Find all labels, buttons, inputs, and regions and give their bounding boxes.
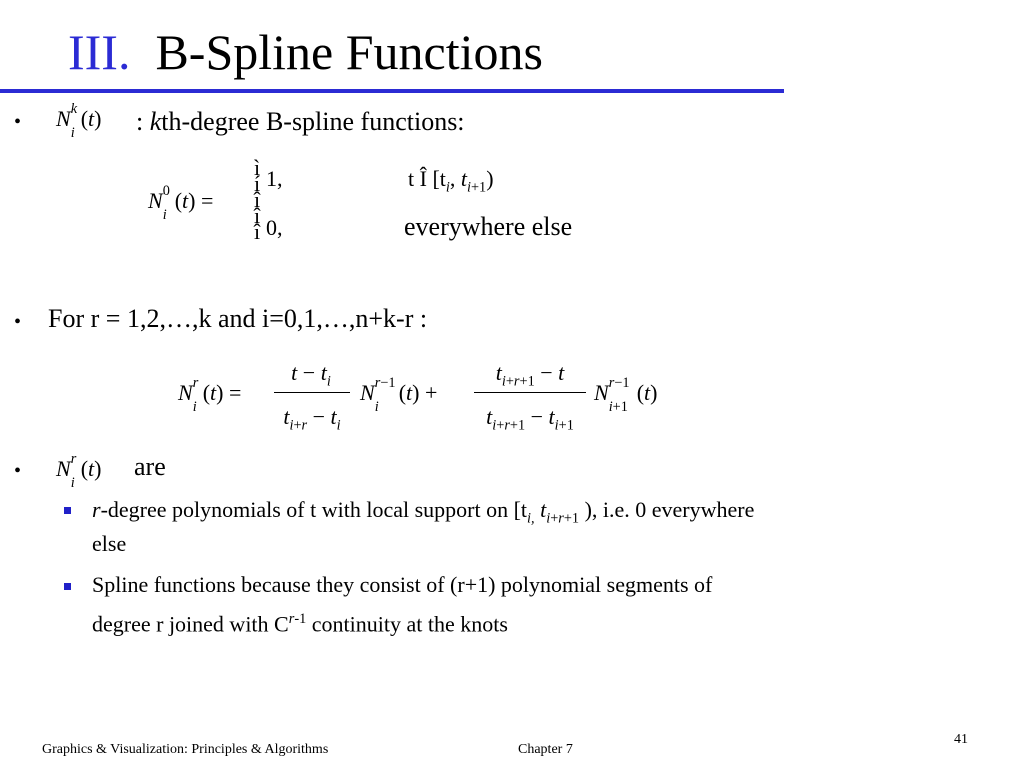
- bullet-marker: •: [14, 460, 22, 482]
- sub-bullet-marker: [64, 583, 71, 590]
- fraction-1-denominator: ti+r − ti: [283, 404, 341, 434]
- fraction-1-numerator: t − ti: [291, 360, 331, 390]
- title-number: III.: [68, 24, 131, 80]
- sub-bullet-2-line-1: Spline functions because they consist of…: [92, 572, 713, 597]
- sub-bullet-1-line-1: r-degree polynomials of t with local sup…: [92, 497, 755, 527]
- fraction-2-line: [474, 392, 586, 393]
- title-text: B-Spline Functions: [155, 24, 543, 80]
- bullet-3-text: are: [134, 452, 166, 481]
- sub-bullet-1-line-2: else: [92, 531, 127, 556]
- footer-center: Chapter 7: [518, 742, 573, 757]
- bullet-1-text: : kth-degree B-spline functions:: [136, 107, 465, 136]
- case-2-condition: everywhere else: [404, 212, 573, 241]
- fraction-2-numerator: ti+r+1 − t: [495, 360, 565, 390]
- title-underline: [0, 89, 784, 93]
- fraction-1-line: [274, 392, 350, 393]
- fraction-2-denominator: ti+r+1 − ti+1: [486, 404, 574, 434]
- page-number: 41: [954, 732, 968, 747]
- sub-bullet-marker: [64, 507, 71, 514]
- bullet-marker: •: [14, 311, 22, 333]
- sub-bullet-2-line-2: degree r joined with Cr-1 continuity at …: [92, 611, 508, 637]
- slide-title: III. B-Spline Functions: [68, 22, 543, 82]
- case-1-value: 1,: [266, 166, 283, 191]
- bullet-2-text: For r = 1,2,…,k and i=0,1,…,n+k-r :: [48, 304, 428, 333]
- case-1-condition: t Î [ti, ti+1): [408, 166, 494, 196]
- footer-left: Graphics & Visualization: Principles & A…: [42, 742, 329, 757]
- case-2-value: 0,: [266, 215, 283, 240]
- bullet-marker: •: [14, 111, 22, 133]
